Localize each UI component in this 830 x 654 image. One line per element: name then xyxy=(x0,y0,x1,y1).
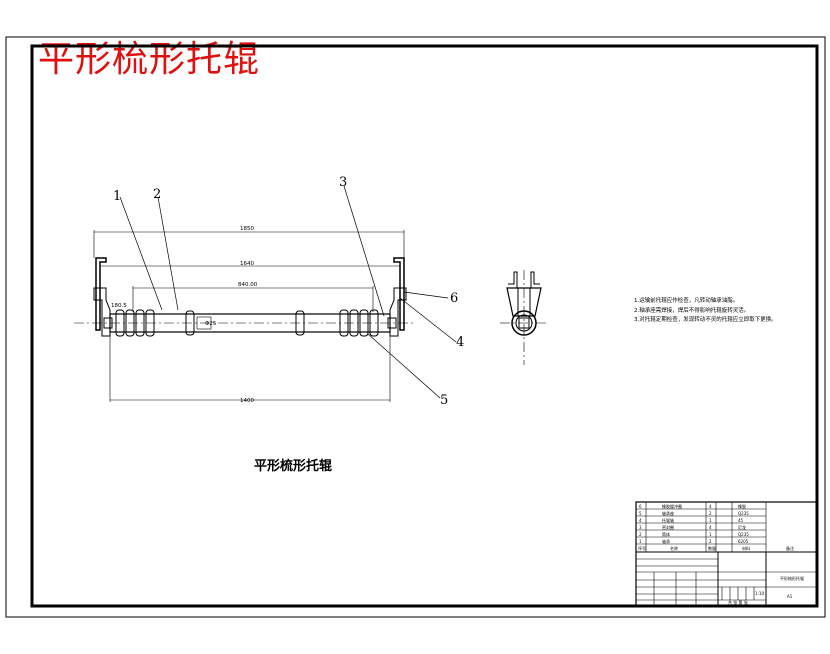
balloon-3: 3 xyxy=(339,175,347,190)
dim-base-span: 1400 xyxy=(240,398,254,404)
note-1: 1.运输前托辊应作检查，凡转动轴承油脂。 xyxy=(634,298,739,304)
bom-4-no: 3 xyxy=(639,525,642,530)
bom-header-no: 序号 xyxy=(638,545,646,551)
dim-tube-length: 840.00 xyxy=(238,282,258,288)
bom-header-note: 备注 xyxy=(786,545,794,551)
bom-3-no: 4 xyxy=(639,518,642,523)
title-block xyxy=(635,501,818,607)
note-3: 3.对托辊定期检查，发现转动不灵的托辊应立即取下更换。 xyxy=(634,317,777,323)
bom-5-qty: 1 xyxy=(709,532,712,537)
bom-header-qty: 数量 xyxy=(708,545,716,551)
bom-4-qty: 4 xyxy=(709,525,712,530)
bom-header-mat: 材料 xyxy=(742,545,750,551)
main-view xyxy=(74,185,457,402)
bom-2-mat: Q235 xyxy=(738,511,749,516)
title-block-drawing-no: A1 xyxy=(787,594,793,599)
balloon-4: 4 xyxy=(456,335,464,350)
bom-header-name: 名称 xyxy=(670,545,678,551)
bom-3-name: 托辊轴 xyxy=(662,517,674,523)
bom-6-no: 1 xyxy=(639,539,642,544)
bom-4-name: 密封圈 xyxy=(662,524,674,530)
dim-frame-span: 1640 xyxy=(240,261,254,267)
dim-shaft-dia: Φ25 xyxy=(205,321,217,327)
balloon-2: 2 xyxy=(153,187,161,202)
balloon-5: 5 xyxy=(440,393,448,408)
bom-5-mat: Q235 xyxy=(738,532,749,537)
bom-2-no: 5 xyxy=(639,511,642,516)
bom-4-mat: 尼龙 xyxy=(738,524,746,530)
note-2: 2.轴承座需焊接，焊后不得影响托辊旋转灵活。 xyxy=(634,307,750,314)
technical-notes: 1.运输前托辊应作检查，凡转动轴承油脂。 2.轴承座需焊接，焊后不得影响托辊旋转… xyxy=(634,297,777,326)
outer-frame xyxy=(5,36,826,618)
bom-5-no: 2 xyxy=(639,532,642,537)
title-block-company: 平形梳形托辊 xyxy=(780,575,804,581)
bom-1-name: 橡胶缓冲圈 xyxy=(662,503,682,509)
title-block-sheet: 共 张 第 张 xyxy=(728,599,748,605)
bom-6-mat: 6205 xyxy=(738,539,749,544)
balloon-6: 6 xyxy=(450,291,458,306)
view-caption: 平形梳形托辊 xyxy=(254,459,333,474)
title-block-ratio: 1:10 xyxy=(755,591,764,596)
bom-3-mat: 45 xyxy=(738,518,744,523)
inner-frame xyxy=(30,44,819,608)
dim-overall: 1850 xyxy=(240,226,254,232)
bom-3-qty: 1 xyxy=(709,518,712,523)
bom-table: 6 橡胶缓冲圈 4 橡胶 5 轴承座 2 Q235 4 托辊轴 1 45 3 密… xyxy=(638,503,804,605)
bom-5-name: 筒体 xyxy=(662,531,670,537)
bom-6-name: 轴承 xyxy=(662,538,670,544)
bom-2-name: 轴承座 xyxy=(662,510,674,516)
balloon-1: 1 xyxy=(113,189,121,204)
side-view xyxy=(500,270,548,365)
dim-end: 180.5 xyxy=(111,303,127,309)
bom-1-no: 6 xyxy=(639,504,642,509)
bom-6-qty: 2 xyxy=(709,539,712,544)
bom-2-qty: 2 xyxy=(709,511,712,516)
bom-1-qty: 4 xyxy=(709,504,712,509)
bom-1-mat: 橡胶 xyxy=(738,503,746,509)
